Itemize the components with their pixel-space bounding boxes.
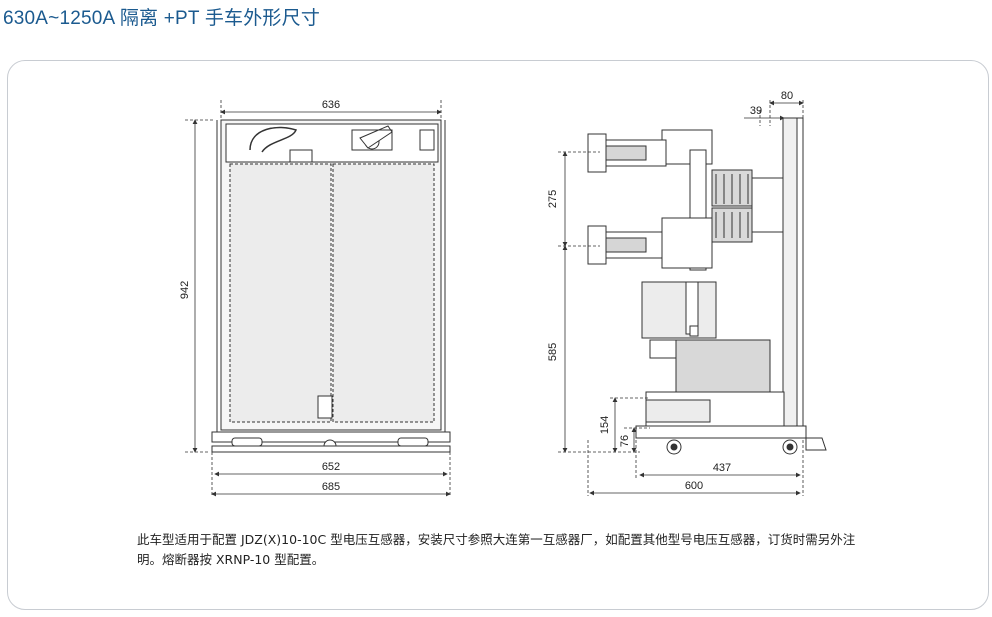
side-dimensions: [558, 100, 804, 496]
dim-437: 437: [713, 462, 731, 474]
front-lock-bracket: [317, 395, 333, 419]
page-title: 630A~1250A 隔离 +PT 手车外形尺寸: [3, 8, 321, 29]
pt-transformer: [675, 339, 771, 393]
front-left-door: [229, 163, 332, 423]
fuse-body: [641, 281, 717, 339]
front-right-door: [332, 163, 435, 423]
dim-585: 585: [547, 343, 559, 361]
cable-box: [289, 149, 313, 163]
dim-942: 942: [179, 281, 191, 299]
lower-bushing-head: [661, 217, 713, 269]
dim-154: 154: [599, 416, 611, 434]
dim-636: 636: [322, 99, 340, 111]
dim-600: 600: [685, 480, 703, 492]
front-top-compartment: [225, 123, 439, 163]
dim-275: 275: [547, 190, 559, 208]
side-view: [587, 117, 827, 455]
dim-76: 76: [619, 435, 631, 447]
side-frame-post: [782, 117, 798, 431]
dim-685: 685: [322, 481, 340, 493]
dim-652: 652: [322, 461, 340, 473]
cable-chain: [249, 126, 297, 153]
front-view: [211, 119, 451, 453]
note-text: 此车型适用于配置 JDZ(X)10-10C 型电压互感器，安装尺寸参照大连第一互…: [137, 532, 856, 567]
dim-39: 39: [750, 105, 762, 117]
front-dimensions: [185, 100, 451, 497]
drawing-panel: [7, 60, 989, 610]
side-base: [635, 425, 807, 439]
dim-80: 80: [781, 90, 793, 102]
